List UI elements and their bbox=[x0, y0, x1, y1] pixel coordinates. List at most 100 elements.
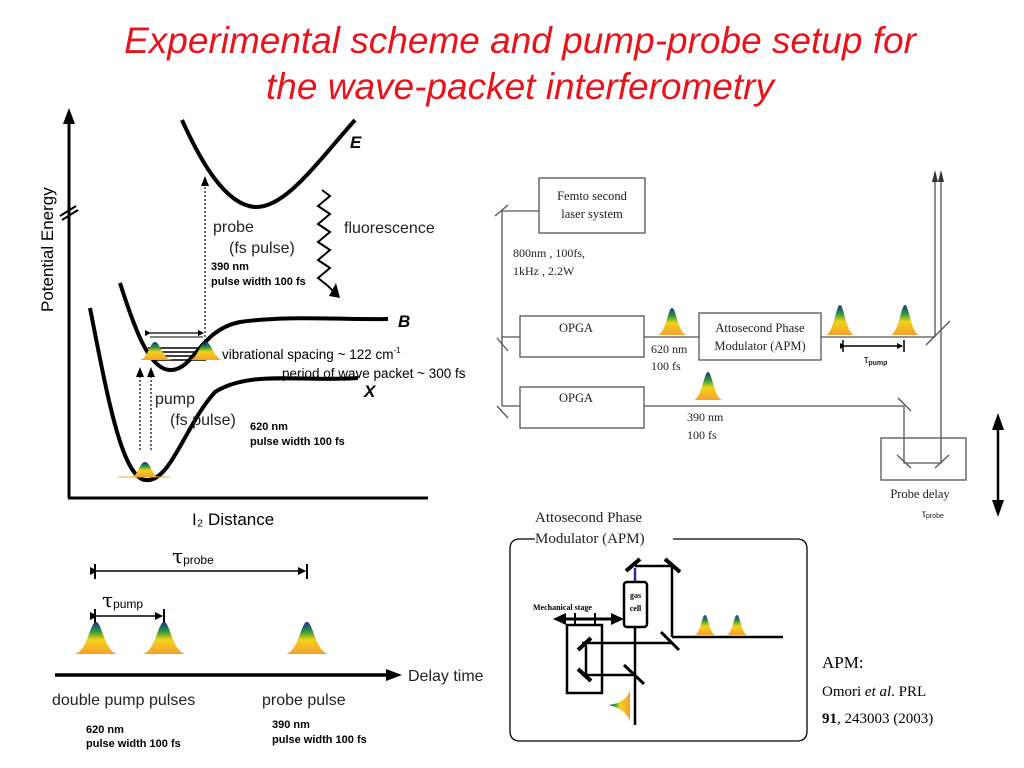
pump-arrow-1-head-icon bbox=[136, 367, 144, 377]
tau-pump-label: τpump bbox=[864, 354, 887, 367]
tau-probe-label: τprobe bbox=[922, 509, 944, 520]
apm-box-line-2: Modulator (APM) bbox=[714, 339, 805, 353]
apm-title-line-2: Modulator (APM) bbox=[535, 531, 645, 547]
delay-time-label: Delay time bbox=[408, 668, 484, 685]
timing-pump-pulse-1 bbox=[75, 622, 117, 654]
axis-break-mark bbox=[61, 209, 79, 221]
mechanical-stage-box bbox=[565, 623, 604, 695]
beam-delay bbox=[903, 180, 942, 464]
pump-label-2: (fs pulse) bbox=[170, 412, 236, 429]
laser-box-line-1: Femto second bbox=[557, 189, 628, 203]
stage-arrow-left-icon[interactable] bbox=[553, 613, 566, 625]
beam-out-1-arrow-icon bbox=[932, 170, 938, 182]
timing-probe-pulse bbox=[286, 622, 328, 654]
apm-detail-diagram: Attosecond Phase Modulator (APM) gas cel… bbox=[509, 510, 808, 742]
laser-spec-line-2: 1kHz , 2.2W bbox=[513, 264, 575, 278]
curve-E bbox=[180, 118, 357, 210]
opga-bottom-label: OPGA bbox=[559, 391, 593, 405]
timing-probe-wavelength: 390 nm bbox=[272, 719, 310, 731]
curve-X-label: X bbox=[363, 382, 377, 401]
pump-label: pump bbox=[155, 391, 195, 408]
pump-beam-wavelength: 620 nm bbox=[651, 342, 688, 356]
delay-time-arrow-icon bbox=[386, 669, 402, 681]
pump-arrow-2-head-icon bbox=[147, 367, 155, 377]
apm-title-line-1: Attosecond Phase bbox=[535, 510, 642, 526]
beam-out-2-arrow-icon bbox=[938, 170, 944, 182]
beam-main bbox=[501, 210, 539, 406]
gas-cell bbox=[622, 580, 649, 629]
gas-cell-line-2: cell bbox=[630, 604, 642, 613]
reference-citation: APM: Omori et al. PRL 91, 243003 (2003) bbox=[822, 653, 933, 727]
opga-bottom-box bbox=[519, 386, 645, 429]
gas-cell-line-1: gas bbox=[630, 591, 641, 600]
wave-packet-period-label: period of wave packet ~ 300 fs bbox=[282, 366, 466, 381]
curve-E-label: E bbox=[350, 133, 362, 152]
mirror bbox=[934, 454, 950, 469]
fluorescence-arrow-head-icon bbox=[329, 283, 340, 298]
setup-pulses bbox=[658, 305, 919, 400]
laser-system-box bbox=[538, 177, 646, 234]
curve-X bbox=[88, 307, 359, 483]
pump-pulse-width: pulse width 100 fs bbox=[250, 436, 345, 448]
timing-pump-width: pulse width 100 fs bbox=[86, 738, 181, 750]
reference-line-3: 91, 243003 (2003) bbox=[822, 711, 933, 727]
title-line-2: the wave-packet interferometry bbox=[266, 66, 774, 107]
probe-pulse-width: pulse width 100 fs bbox=[211, 276, 306, 288]
mirror bbox=[663, 557, 682, 574]
probe-label-2: (fs pulse) bbox=[229, 240, 295, 257]
stage-arrow-right-icon[interactable] bbox=[611, 613, 624, 625]
mirror bbox=[624, 557, 642, 573]
title-line-1: Experimental scheme and pump-probe setup… bbox=[124, 20, 916, 61]
probe-arrow-head-icon bbox=[201, 176, 209, 186]
timing-pump-wavelength: 620 nm bbox=[86, 724, 124, 736]
mirror bbox=[897, 397, 912, 412]
double-pump-label: double pump pulses bbox=[52, 692, 195, 709]
reference-line-2: Omori et al. PRL bbox=[822, 684, 926, 700]
pulse-390nm bbox=[694, 372, 722, 400]
laser-box-line-2: laser system bbox=[561, 207, 623, 221]
timing-diagram: τprobe τpump Delay time double pump puls… bbox=[52, 544, 484, 750]
pulse-pump-2 bbox=[891, 305, 919, 335]
pump-beam-width: 100 fs bbox=[651, 359, 681, 373]
apm-mirrors bbox=[576, 557, 682, 686]
pump-wavelength: 620 nm bbox=[250, 421, 288, 433]
apm-input-pulse bbox=[608, 690, 630, 722]
probe-pulse-label: probe pulse bbox=[262, 692, 346, 709]
optical-setup-diagram bbox=[494, 170, 1004, 517]
wave-packet-left bbox=[140, 342, 172, 360]
slide-title: Experimental scheme and pump-probe setup… bbox=[0, 18, 1024, 110]
beam-splitter bbox=[622, 663, 646, 686]
mirror bbox=[496, 337, 509, 352]
mirror bbox=[496, 405, 509, 419]
mirror bbox=[576, 667, 593, 683]
timing-pump-pulse-2 bbox=[143, 622, 185, 654]
wave-packet-right bbox=[190, 342, 222, 360]
tau-probe-label: τprobe bbox=[172, 544, 214, 568]
apm-box bbox=[698, 312, 822, 361]
y-axis-arrow-icon bbox=[63, 108, 75, 124]
setup-labels: Femto second laser system 800nm , 100fs,… bbox=[513, 189, 950, 520]
curve-B-label: B bbox=[398, 312, 410, 331]
pulse-620nm bbox=[658, 308, 686, 335]
probe-beam-wavelength: 390 nm bbox=[687, 410, 724, 424]
beam-splitter bbox=[659, 630, 681, 652]
laser-spec-line-1: 800nm , 100fs, bbox=[513, 246, 585, 260]
mirror bbox=[576, 636, 593, 652]
potential-energy-diagram: Potential Energy I₂ Distance E B X bbox=[38, 108, 466, 529]
tau-pump-label: τpump bbox=[102, 588, 143, 612]
arrow-up-icon[interactable] bbox=[992, 413, 1004, 430]
probe-beam-width: 100 fs bbox=[687, 428, 717, 442]
x-axis-label: I₂ Distance bbox=[192, 510, 274, 529]
fluorescence-label: fluorescence bbox=[344, 220, 435, 237]
apm-box-line-1: Attosecond Phase bbox=[715, 321, 805, 335]
opga-top-label: OPGA bbox=[559, 321, 593, 335]
mechanical-stage-label: Mechanical stage bbox=[533, 603, 592, 612]
mirror bbox=[896, 454, 912, 469]
y-axis-label: Potential Energy bbox=[38, 187, 57, 312]
apm-frame bbox=[509, 538, 808, 742]
opga-top-box bbox=[519, 315, 645, 358]
pulse-pump-1 bbox=[826, 305, 854, 335]
arrow-down-icon[interactable] bbox=[992, 500, 1004, 517]
mirror bbox=[494, 204, 509, 217]
